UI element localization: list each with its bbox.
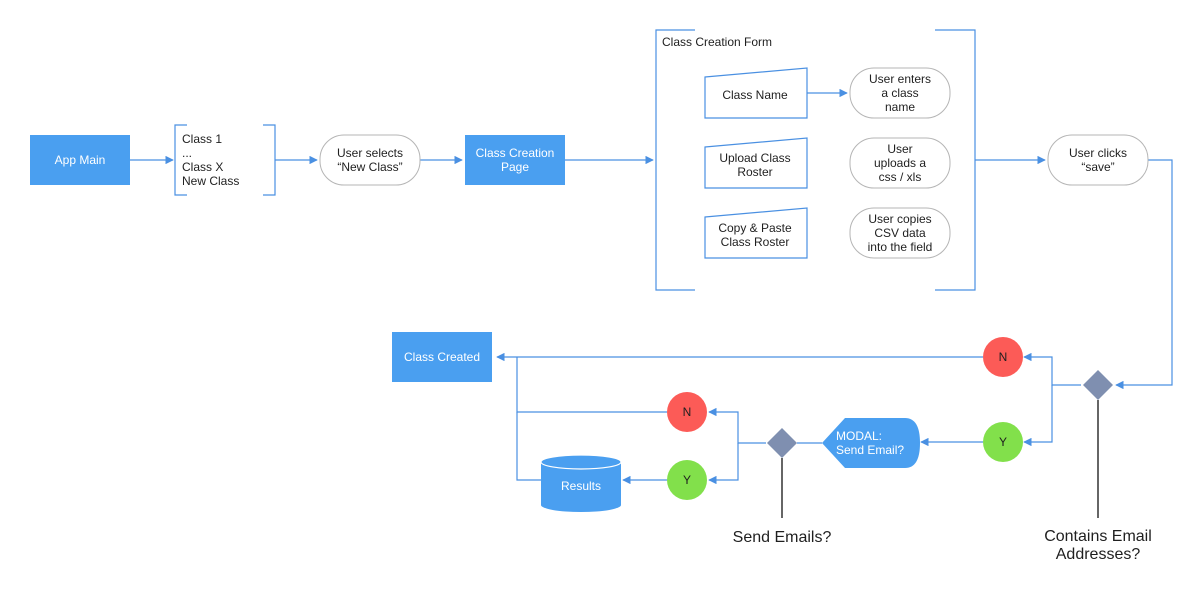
- class-name-label: Class Name: [722, 88, 788, 102]
- user-enters-line: name: [885, 100, 915, 114]
- class-list-item: Class 1: [182, 132, 222, 146]
- user-enters-line: a class: [881, 86, 918, 100]
- modal-line: MODAL:: [836, 429, 882, 443]
- user-copies-line: CSV data: [874, 226, 926, 240]
- class-created-node: Class Created: [392, 332, 492, 382]
- user-copies-line: into the field: [868, 240, 933, 254]
- class-created-label: Class Created: [404, 350, 480, 364]
- decision-send-emails: [767, 428, 797, 458]
- upload-roster-line: Upload Class: [719, 151, 790, 165]
- connector-decision2-y: [708, 443, 739, 485]
- copy-paste-line: Copy & Paste: [718, 221, 792, 235]
- send-emails-question: Send Emails?: [733, 529, 832, 546]
- app-main-node: App Main: [30, 135, 130, 185]
- connector-decision2-n: [708, 407, 766, 444]
- no-circle-upper: N: [983, 337, 1023, 377]
- results-database-node: Results: [540, 454, 622, 512]
- class-list-item: Class X: [182, 160, 223, 174]
- yes-label: Y: [683, 473, 691, 487]
- user-selects-line: “New Class”: [337, 160, 402, 174]
- user-selects-node: User selects “New Class”: [319, 134, 421, 186]
- user-enters-line: User enters: [869, 72, 931, 86]
- contains-email-question: Contains Email: [1044, 528, 1152, 545]
- yes-circle-lower: Y: [667, 460, 707, 500]
- class-creation-page-node: Class Creation Page: [465, 135, 565, 185]
- connector-n-classcreated-lower: [516, 357, 667, 413]
- user-uploads-node: User uploads a css / xls: [849, 137, 951, 189]
- form-title: Class Creation Form: [662, 35, 772, 49]
- class-creation-page-line: Class Creation: [476, 146, 555, 160]
- no-label: N: [683, 405, 692, 419]
- user-clicks-line: “save”: [1081, 160, 1114, 174]
- user-selects-line: User selects: [337, 146, 403, 160]
- user-clicks-line: User clicks: [1069, 146, 1127, 160]
- user-clicks-save-node: User clicks “save”: [1047, 134, 1149, 186]
- yes-label: Y: [999, 435, 1007, 449]
- yes-circle-upper: Y: [983, 422, 1023, 462]
- results-label: Results: [561, 479, 601, 493]
- user-uploads-line: css / xls: [879, 170, 922, 184]
- modal-line: Send Email?: [836, 443, 904, 457]
- app-main-label: App Main: [55, 153, 106, 167]
- upload-roster-input-node: Upload Class Roster: [704, 137, 808, 189]
- upload-roster-line: Roster: [737, 165, 772, 179]
- class-creation-page-line: Page: [501, 160, 529, 174]
- connector-userclicks-decision: [1115, 159, 1173, 390]
- no-label: N: [999, 350, 1008, 364]
- class-name-input-node: Class Name: [704, 67, 808, 119]
- contains-email-question: Addresses?: [1056, 546, 1141, 563]
- modal-send-email-node: MODAL: Send Email?: [822, 418, 920, 468]
- connector-results-classcreated: [516, 412, 541, 481]
- connector-decision-n: [1023, 352, 1081, 386]
- user-copies-node: User copies CSV data into the field: [849, 207, 951, 259]
- class-creation-form-group: Class Creation Form: [655, 29, 976, 291]
- class-list-node: Class 1 ... Class X New Class: [174, 124, 276, 196]
- class-list-item: New Class: [182, 174, 239, 188]
- copy-paste-input-node: Copy & Paste Class Roster: [704, 207, 808, 259]
- user-copies-line: User copies: [868, 212, 931, 226]
- class-list-item: ...: [182, 146, 192, 160]
- user-enters-node: User enters a class name: [849, 67, 951, 119]
- connector-decision-y: [1023, 385, 1053, 447]
- user-uploads-line: User: [887, 142, 912, 156]
- no-circle-lower: N: [667, 392, 707, 432]
- copy-paste-line: Class Roster: [721, 235, 790, 249]
- decision-contains-email: [1083, 370, 1113, 400]
- user-uploads-line: uploads a: [874, 156, 926, 170]
